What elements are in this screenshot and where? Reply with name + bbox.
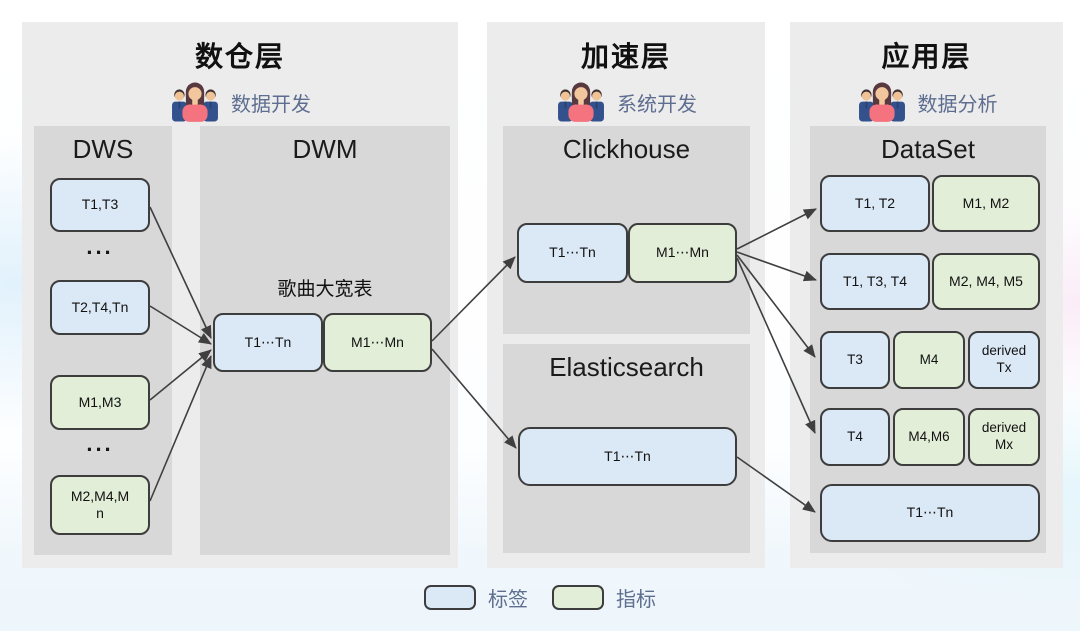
node-dws-t1t3: T1,T3 xyxy=(50,178,150,232)
legend: 标签 指标 xyxy=(0,583,1080,612)
legend-swatch-metric xyxy=(552,585,604,610)
node-dataset-r1-tags: T1, T2 xyxy=(820,175,930,232)
dwm-node-pair: T1⋯Tn M1⋯Mn xyxy=(213,313,432,372)
legend-swatch-tag xyxy=(424,585,476,610)
legend-item-tag: 标签 xyxy=(424,583,528,612)
role-label: 系统开发 xyxy=(617,93,697,116)
clickhouse-node-pair: T1⋯Tn M1⋯Mn xyxy=(517,223,737,283)
role-label: 数据分析 xyxy=(917,93,998,116)
role-row-application: 数据分析 xyxy=(790,80,1063,124)
node-dataset-r3-tags: T3 xyxy=(820,331,890,389)
people-group-icon xyxy=(856,81,908,123)
node-dataset-r3-derived: derived Tx xyxy=(968,331,1040,389)
people-group-icon xyxy=(169,81,221,123)
node-dwm-metrics: M1⋯Mn xyxy=(323,313,432,372)
node-dataset-r2-metrics: M2, M4, M5 xyxy=(932,253,1040,310)
legend-item-metric: 指标 xyxy=(552,583,656,612)
layer-title-acceleration: 加速层 xyxy=(580,41,671,72)
node-dwm-tags: T1⋯Tn xyxy=(213,313,323,372)
layer-panel-application: 应用层 数据分析 DataSet T1, T2 M1, M2 T1, T3, T… xyxy=(790,22,1063,568)
section-dws: DWS T1,T3 ... T2,T4,Tn M1,M3 ... M2,M4,M… xyxy=(34,126,172,555)
role-label: 数据开发 xyxy=(231,93,311,116)
section-title-dataset: DataSet xyxy=(881,134,975,164)
node-clickhouse-tags: T1⋯Tn xyxy=(517,223,628,283)
node-dws-m2m4mn: M2,M4,Mn xyxy=(50,475,150,535)
node-dataset-r4-metrics: M4,M6 xyxy=(893,408,965,466)
section-clickhouse: Clickhouse T1⋯Tn M1⋯Mn xyxy=(503,126,750,334)
ellipsis-dots: ... xyxy=(86,234,114,259)
layer-panel-warehouse: 数仓层 数据开发 DWS T1,T3 ... T2,T4,Tn M1,M3 ..… xyxy=(22,22,458,568)
node-dataset-r2-tags: T1, T3, T4 xyxy=(820,253,930,310)
node-dataset-r5-tags: T1⋯Tn xyxy=(820,484,1040,542)
role-row-warehouse: 数据开发 xyxy=(22,80,458,124)
section-elasticsearch: Elasticsearch T1⋯Tn xyxy=(503,344,750,553)
ellipsis-dots: ... xyxy=(86,431,114,456)
layer-panel-acceleration: 加速层 系统开发 Clickhouse T1⋯Tn M1⋯Mn Elastics… xyxy=(487,22,765,568)
node-dataset-r1-metrics: M1, M2 xyxy=(932,175,1040,232)
layer-title-warehouse: 数仓层 xyxy=(194,41,285,72)
section-dataset: DataSet T1, T2 M1, M2 T1, T3, T4 M2, M4,… xyxy=(810,126,1046,553)
section-title-dws: DWS xyxy=(72,134,134,164)
node-dws-m1m3: M1,M3 xyxy=(50,375,150,430)
legend-label-tag: 标签 xyxy=(488,589,528,611)
node-dataset-r4-tags: T4 xyxy=(820,408,890,466)
role-row-acceleration: 系统开发 xyxy=(487,80,765,124)
node-dws-t2t4tn: T2,T4,Tn xyxy=(50,280,150,335)
section-title-clickhouse: Clickhouse xyxy=(562,134,691,164)
dwm-note: 歌曲大宽表 xyxy=(277,279,373,300)
section-dwm: DWM 歌曲大宽表 T1⋯Tn M1⋯Mn xyxy=(200,126,450,555)
node-clickhouse-metrics: M1⋯Mn xyxy=(628,223,737,283)
node-dataset-r4-derived: derived Mx xyxy=(968,408,1040,466)
people-group-icon xyxy=(555,81,607,123)
node-elasticsearch-tags: T1⋯Tn xyxy=(518,427,737,486)
layer-title-application: 应用层 xyxy=(881,41,972,72)
section-title-dwm: DWM xyxy=(292,134,358,164)
legend-label-metric: 指标 xyxy=(616,589,656,611)
section-title-elasticsearch: Elasticsearch xyxy=(549,352,704,382)
node-dataset-r3-metrics: M4 xyxy=(893,331,965,389)
